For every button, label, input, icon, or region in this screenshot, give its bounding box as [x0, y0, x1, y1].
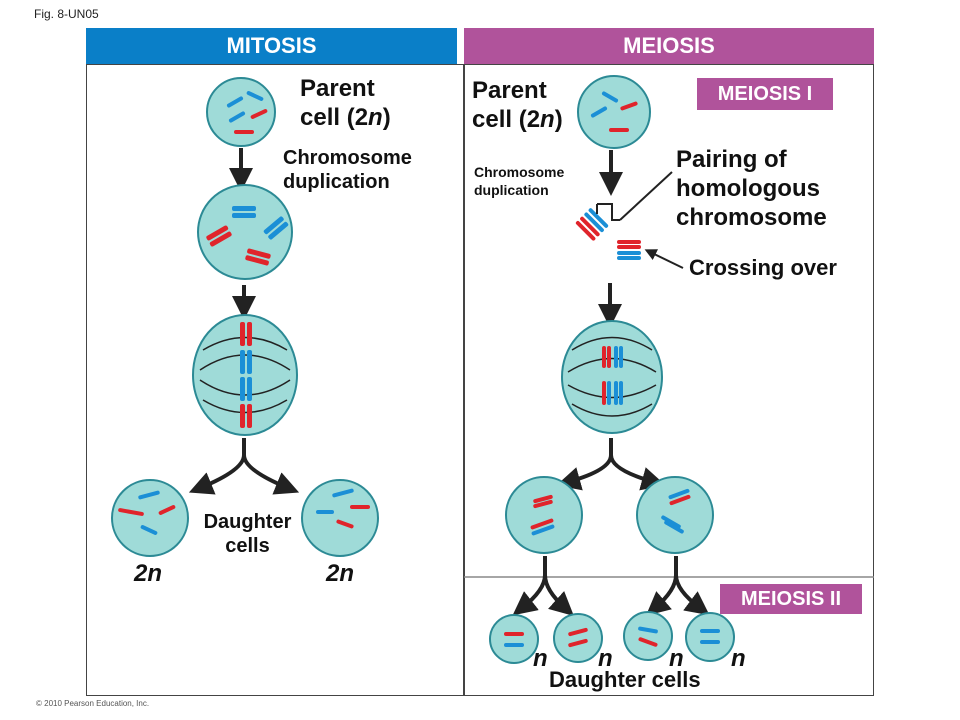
- meiosis-title: MEIOSIS: [623, 33, 715, 58]
- meiosis-metaphase-cell: [561, 320, 663, 434]
- meiosis-banner: MEIOSIS: [464, 28, 874, 64]
- meiosis-parent-line2: cell (2n): [472, 106, 563, 133]
- mitosis-metaphase-cell: [192, 314, 298, 436]
- mitosis-title: MITOSIS: [226, 33, 317, 58]
- mitosis-parent-cell: [206, 77, 276, 147]
- meiosis-tetrads: [575, 208, 641, 260]
- mitosis-daughter-cell-right: [301, 479, 379, 557]
- meiosis-i-tag: MEIOSIS I: [697, 78, 833, 110]
- mitosis-daughter-line1: Daughter: [203, 511, 292, 533]
- meiosis-i-split-arrows: [556, 438, 666, 491]
- pairing-pointer: [596, 171, 673, 221]
- meiosis-parent-label: Parent cell (2n): [472, 76, 563, 134]
- meiosis-ii-daughter-cell-4: [685, 612, 735, 662]
- meiosis-ploidy-1: n: [533, 645, 548, 672]
- mitosis-ploidy-left: 2n: [134, 560, 163, 587]
- meiosis-parent-line1: Parent: [472, 77, 547, 104]
- mitosis-daughter-line2: cells: [225, 535, 270, 557]
- mitosis-duplicated-cell: [197, 184, 293, 280]
- mitosis-parent-line1: Parent: [300, 75, 375, 102]
- meiosis-ii-split-arrows: [512, 556, 710, 617]
- meiosis-duplication-line1: Chromosome: [474, 164, 565, 180]
- mitosis-parent-label: Parent cell (2n): [300, 74, 391, 132]
- meiosis-ploidy-2: n: [598, 645, 613, 672]
- meiosis-ii-tag: MEIOSIS II: [720, 584, 862, 614]
- pairing-line2: homologous: [676, 175, 820, 202]
- meiosis-i-daughter-cell-left: [505, 476, 583, 554]
- mitosis-parent-line2: cell (2n): [300, 104, 391, 131]
- meiosis-daughter-label: Daughter cells: [549, 667, 701, 692]
- mitosis-duplication-line2: duplication: [283, 171, 390, 193]
- crossing-over-pointer: [644, 249, 684, 269]
- mitosis-duplication-line1: Chromosome: [283, 147, 412, 169]
- copyright-notice: © 2010 Pearson Education, Inc.: [36, 699, 150, 708]
- meiosis-ii-daughter-cell-2: [553, 613, 603, 663]
- mitosis-ploidy-right: 2n: [326, 560, 355, 587]
- pairing-line3: chromosome: [676, 204, 827, 231]
- pairing-label: Pairing of homologous chromosome: [676, 145, 827, 232]
- mitosis-daughter-cell-left: [111, 479, 189, 557]
- meiosis-ploidy-4: n: [731, 645, 746, 672]
- mitosis-banner: MITOSIS: [86, 28, 457, 64]
- meiosis-ploidy-3: n: [669, 645, 684, 672]
- mitosis-split-arrows: [188, 438, 300, 495]
- meiosis-parent-cell: [577, 75, 651, 149]
- pairing-line1: Pairing of: [676, 146, 787, 173]
- meiosis-ii-daughter-cell-3: [623, 611, 673, 661]
- meiosis-duplication-label: Chromosome duplication: [474, 163, 564, 199]
- meiosis-ii-daughter-cell-1: [489, 614, 539, 664]
- mitosis-daughter-label: Daughter cells: [190, 510, 305, 558]
- mitosis-duplication-label: Chromosome duplication: [283, 146, 412, 194]
- figure-label: Fig. 8-UN05: [34, 7, 99, 21]
- crossing-over-label: Crossing over: [689, 255, 837, 280]
- meiosis-i-daughter-cell-right: [636, 476, 714, 554]
- meiosis-duplication-line2: duplication: [474, 182, 549, 198]
